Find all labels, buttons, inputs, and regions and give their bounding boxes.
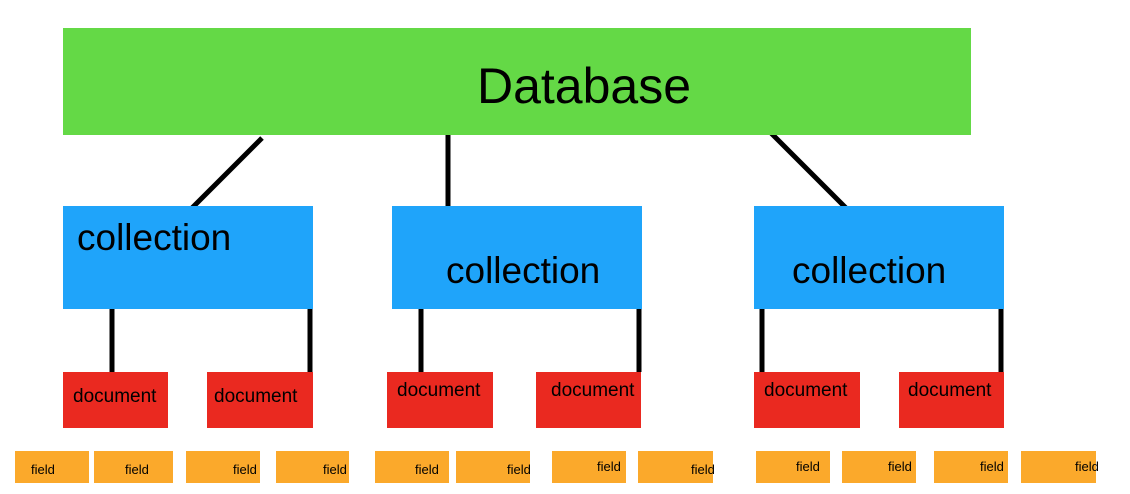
field-node-5: field — [375, 451, 449, 483]
document-node-3: document — [387, 372, 493, 428]
field-node-11: field — [934, 451, 1008, 483]
field-node-1: field — [15, 451, 89, 483]
document-label: document — [908, 380, 992, 401]
field-label: field — [31, 462, 55, 477]
field-node-10: field — [842, 451, 916, 483]
field-label: field — [597, 459, 621, 474]
document-node-4: document — [536, 372, 641, 428]
document-node-2: document — [207, 372, 313, 428]
document-label: document — [397, 380, 481, 401]
field-label: field — [507, 462, 531, 477]
document-label: document — [214, 386, 298, 407]
field-node-2: field — [94, 451, 173, 483]
collection-label: collection — [77, 217, 232, 258]
document-node-1: document — [63, 372, 168, 428]
document-node-6: document — [899, 372, 1004, 428]
field-label: field — [233, 462, 257, 477]
field-node-3: field — [186, 451, 260, 483]
field-label: field — [796, 459, 820, 474]
collection-node-2: collection — [392, 206, 642, 309]
document-label: document — [764, 380, 848, 401]
collection-label: collection — [792, 250, 947, 291]
database-node: Database — [63, 28, 971, 135]
field-label: field — [125, 462, 149, 477]
field-label: field — [691, 462, 715, 477]
field-node-7: field — [552, 451, 626, 483]
database-label: Database — [477, 58, 692, 114]
field-node-6: field — [456, 451, 531, 483]
document-label: document — [73, 386, 157, 407]
field-node-9: field — [756, 451, 830, 483]
field-label: field — [980, 459, 1004, 474]
field-node-8: field — [638, 451, 715, 483]
document-node-5: document — [754, 372, 860, 428]
field-label: field — [1075, 459, 1099, 474]
collection-node-3: collection — [754, 206, 1004, 309]
field-node-4: field — [276, 451, 349, 483]
field-node-12: field — [1021, 451, 1099, 483]
field-label: field — [888, 459, 912, 474]
field-label: field — [415, 462, 439, 477]
collection-label: collection — [446, 250, 601, 291]
connector-db-collection-1 — [188, 136, 264, 212]
collection-node-1: collection — [63, 206, 313, 309]
document-label: document — [551, 380, 635, 401]
connector-db-collection-3 — [760, 122, 853, 215]
field-label: field — [323, 462, 347, 477]
